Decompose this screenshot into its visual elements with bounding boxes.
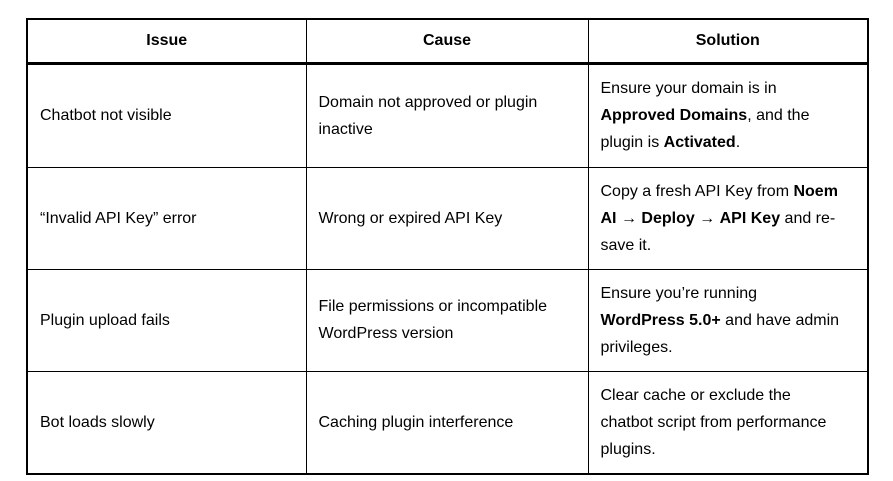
cell-issue: “Invalid API Key” error: [26, 166, 307, 270]
solution-text: Copy a fresh API Key from Noem AI → Depl…: [601, 178, 841, 259]
cell-solution: Ensure your domain is in Approved Domain…: [587, 62, 869, 168]
cell-solution: Copy a fresh API Key from Noem AI → Depl…: [587, 166, 869, 270]
cause-text: Domain not approved or plugin inactive: [318, 93, 538, 138]
solution-segment: Ensure your domain is in: [600, 80, 777, 97]
solution-text: Clear cache or exclude the chatbot scrip…: [601, 382, 841, 463]
cell-cause: Domain not approved or plugin inactive: [305, 62, 589, 168]
column-header-solution: Solution: [587, 18, 869, 65]
cell-issue: Chatbot not visible: [26, 62, 307, 168]
solution-segment: Copy a fresh API Key from: [600, 182, 794, 200]
solution-bold-segment: Deploy: [641, 209, 695, 227]
cell-issue: Bot loads slowly: [26, 370, 307, 474]
solution-text: Ensure your domain is in Approved Domain…: [601, 75, 841, 156]
solution-text: Ensure you’re running WordPress 5.0+ and…: [601, 280, 841, 361]
table-row: Bot loads slowly Caching plugin interfere…: [26, 370, 869, 474]
cause-text: File permissions or incompatible WordPre…: [318, 298, 548, 342]
solution-segment: and re-save it.: [600, 209, 836, 254]
cell-solution: Clear cache or exclude the chatbot scrip…: [587, 370, 869, 474]
cell-issue: Plugin upload fails: [26, 268, 307, 372]
solution-bold-segment: WordPress 5.0+: [600, 311, 721, 329]
column-header-cause: Cause: [305, 18, 589, 65]
solution-segment: Clear cache or exclude the chatbot scrip…: [600, 386, 827, 458]
solution-segment: .: [735, 134, 741, 151]
solution-bold-segment: Noem AI: [600, 182, 838, 227]
solution-segment: , and the plugin is: [600, 107, 810, 151]
column-header-issue: Issue: [26, 18, 307, 65]
cell-cause: Wrong or expired API Key: [305, 166, 589, 270]
table-row: “Invalid API Key” error Wrong or expired …: [26, 166, 869, 270]
cell-cause: Caching plugin interference: [305, 370, 589, 474]
solution-segment: Ensure you’re running: [600, 284, 758, 302]
cell-solution: Ensure you’re running WordPress 5.0+ and…: [587, 268, 869, 372]
cell-cause: File permissions or incompatible WordPre…: [305, 268, 589, 372]
solution-bold-segment: Activated: [663, 134, 736, 151]
solution-segment: →: [616, 209, 642, 227]
solution-bold-segment: API Key: [719, 209, 781, 227]
cause-text: Caching plugin interference: [318, 413, 514, 431]
solution-segment: and have admin privileges.: [600, 311, 840, 356]
solution-segment: →: [694, 209, 720, 227]
cause-text: Wrong or expired API Key: [318, 209, 503, 227]
solution-bold-segment: Approved Domains: [600, 107, 748, 124]
